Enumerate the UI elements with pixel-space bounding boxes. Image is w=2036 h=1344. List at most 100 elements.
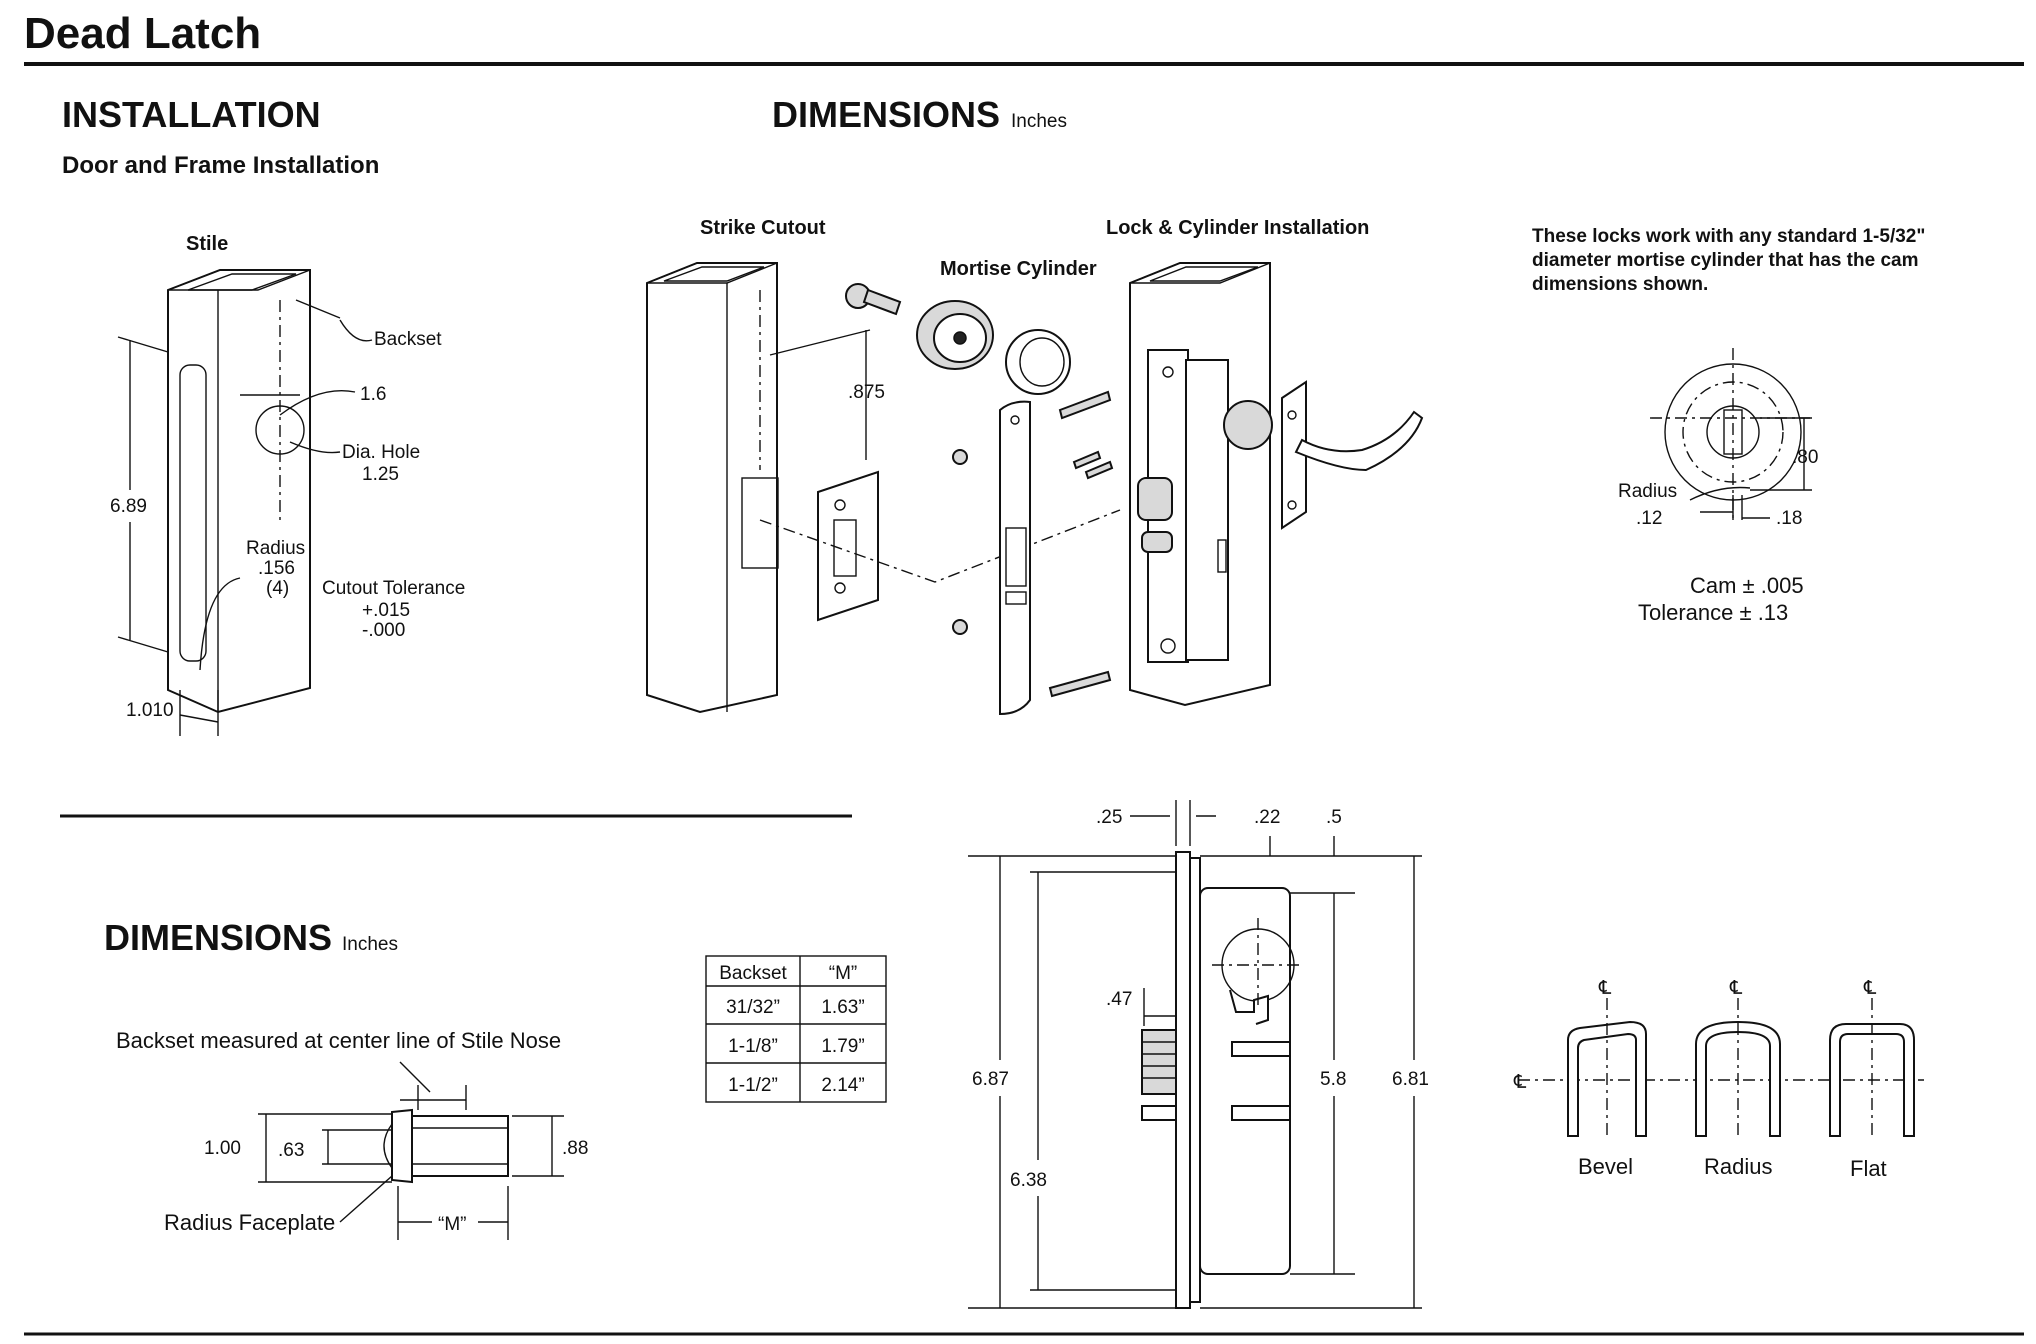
- lock-case: [1185, 359, 1229, 661]
- dim-63: .63: [278, 1140, 304, 1161]
- strike-plate-body: [817, 470, 879, 622]
- profile-label-radius: Radius: [1704, 1154, 1772, 1179]
- strike-cutout-rect: [741, 477, 779, 569]
- dimensions-top-unit: Inches: [1011, 111, 1067, 132]
- strike-plate-slot: [833, 519, 857, 577]
- deadlatch-side: [1141, 1105, 1177, 1121]
- radius-value: .156: [258, 558, 295, 579]
- strike-slot: [179, 364, 207, 662]
- latch-section-drawing: [258, 1061, 564, 1240]
- profile-flat: ℄ Flat: [1829, 978, 1915, 1181]
- dimensions-top-section: DIMENSIONS Inches Strike Cutout Mortise …: [646, 94, 1925, 716]
- lock-body-drawing: [1141, 851, 1304, 1309]
- cylinder-note-line1: These locks work with any standard 1-5/3…: [1532, 226, 1925, 247]
- table-cell: 1-1/8”: [728, 1036, 778, 1057]
- centerline-symbol: ℄: [1598, 978, 1612, 999]
- dim-1-6: 1.6: [360, 384, 386, 405]
- stile-drawing: [167, 269, 311, 714]
- cam-radius-leader: [1689, 486, 1751, 501]
- alignment-line: [759, 509, 1121, 583]
- dim-16-leader: [279, 389, 356, 416]
- stile-profiles-section: ℄ ℄ Bevel ℄ Radius ℄ Flat: [1513, 978, 1924, 1181]
- stile-label: Stile: [186, 233, 228, 255]
- strike-screw-bottom: [834, 582, 846, 594]
- dim-25: .25: [1096, 807, 1122, 828]
- dim-875-ext: [769, 329, 871, 356]
- backset-label: Backset: [374, 329, 442, 350]
- lock-cylinder-label: Lock & Cylinder Installation: [1106, 217, 1369, 239]
- frame-stile-opening: [663, 266, 765, 282]
- mortise-cylinder-label: Mortise Cylinder: [940, 258, 1097, 280]
- m-dim-label: “M”: [438, 1214, 466, 1235]
- lever-handle: [1281, 380, 1424, 530]
- cylinder-ring: [1005, 329, 1071, 395]
- backset-leader: [339, 319, 373, 342]
- dim-22: .22: [1254, 807, 1280, 828]
- dim-47: .47: [1106, 989, 1132, 1010]
- cam-diagram: [1650, 348, 1812, 520]
- latch-bolt: [1137, 477, 1173, 521]
- door-stile-top: [1129, 262, 1271, 284]
- table-cell: 2.14”: [821, 1075, 864, 1096]
- radius-leader: [199, 577, 241, 671]
- lock-case-outline: [1199, 887, 1291, 1275]
- dim-5: .5: [1326, 807, 1342, 828]
- door-stile-opening: [1149, 266, 1259, 282]
- dim-6-38: 6.38: [1010, 1170, 1047, 1191]
- cutout-tolerance-minus: -.000: [362, 620, 405, 641]
- strike-screw-top: [834, 499, 846, 511]
- backset-ext: [295, 299, 341, 319]
- table-cell: 1.63”: [821, 997, 864, 1018]
- door-stile: [1129, 262, 1273, 707]
- table-cell: 1-1/2”: [728, 1075, 778, 1096]
- key-icon: [845, 283, 902, 316]
- cutout-tolerance-label: Cutout Tolerance: [322, 578, 465, 599]
- backset-note-leader: [399, 1061, 431, 1093]
- dim-6-87: 6.87: [972, 1069, 1009, 1090]
- cam-notch: [1229, 989, 1269, 1025]
- backset-note: Backset measured at center line of Stile…: [116, 1028, 561, 1053]
- installation-heading: INSTALLATION: [62, 94, 321, 135]
- lock-slot: [1217, 539, 1227, 573]
- backset-table: Backset “M” 31/32” 1.63” 1-1/8” 1.79” 1-…: [705, 955, 887, 1103]
- radius-faceplate-label: Radius Faceplate: [164, 1210, 335, 1235]
- lock-body-section: .25 .22 .5 .47 6.87 6.38 5.8 6.81: [968, 800, 1429, 1309]
- faceplate: [999, 400, 1031, 716]
- table-cell: 1.79”: [821, 1036, 864, 1057]
- frame-stile-body: [646, 262, 778, 714]
- frame-stile: [646, 262, 779, 714]
- stile-top-opening: [187, 273, 297, 291]
- radius-count: (4): [266, 578, 289, 599]
- mortise-cylinder: [916, 300, 994, 370]
- lever: [1294, 410, 1424, 472]
- radius-label: Radius: [246, 538, 305, 559]
- cam-radius-label: Radius: [1618, 481, 1677, 502]
- frame-stile-top: [646, 262, 778, 284]
- width-bottom-dim: 1.010: [126, 700, 174, 721]
- dia-hole-label: Dia. Hole: [342, 442, 420, 463]
- dim-5-8: 5.8: [1320, 1069, 1346, 1090]
- lock-faceplate-back: [1189, 857, 1201, 1303]
- profile-label-bevel: Bevel: [1578, 1154, 1633, 1179]
- dia-hole-value: 1.25: [362, 464, 399, 485]
- dim-88: .88: [562, 1138, 588, 1159]
- cam-dim-80: .80: [1792, 447, 1818, 468]
- faceplate-latch: [1005, 591, 1027, 605]
- screw-icons: [952, 390, 1114, 698]
- height-ext-top: [117, 336, 169, 353]
- dia-hole-leader: [289, 441, 341, 454]
- height-dim: 6.89: [110, 496, 147, 517]
- profile-radius: ℄ Radius: [1695, 978, 1781, 1179]
- cam-dim-18: .18: [1776, 508, 1802, 529]
- strike-cutout-label: Strike Cutout: [700, 217, 826, 239]
- strike-plate: [817, 470, 879, 622]
- installation-subheading: Door and Frame Installation: [62, 152, 379, 179]
- cylinder-note-line2: diameter mortise cylinder that has the c…: [1532, 250, 1918, 271]
- dimensions-bottom-section: DIMENSIONS Inches Backset measured at ce…: [104, 917, 887, 1240]
- lock-bar-2: [1231, 1105, 1291, 1121]
- installation-section: INSTALLATION Door and Frame Installation…: [62, 94, 465, 736]
- width-line: [179, 714, 219, 723]
- cam-tolerance-tol: Tolerance ± .13: [1638, 600, 1788, 625]
- page-title: Dead Latch: [24, 9, 261, 58]
- cylinder-note-line3: dimensions shown.: [1532, 274, 1708, 295]
